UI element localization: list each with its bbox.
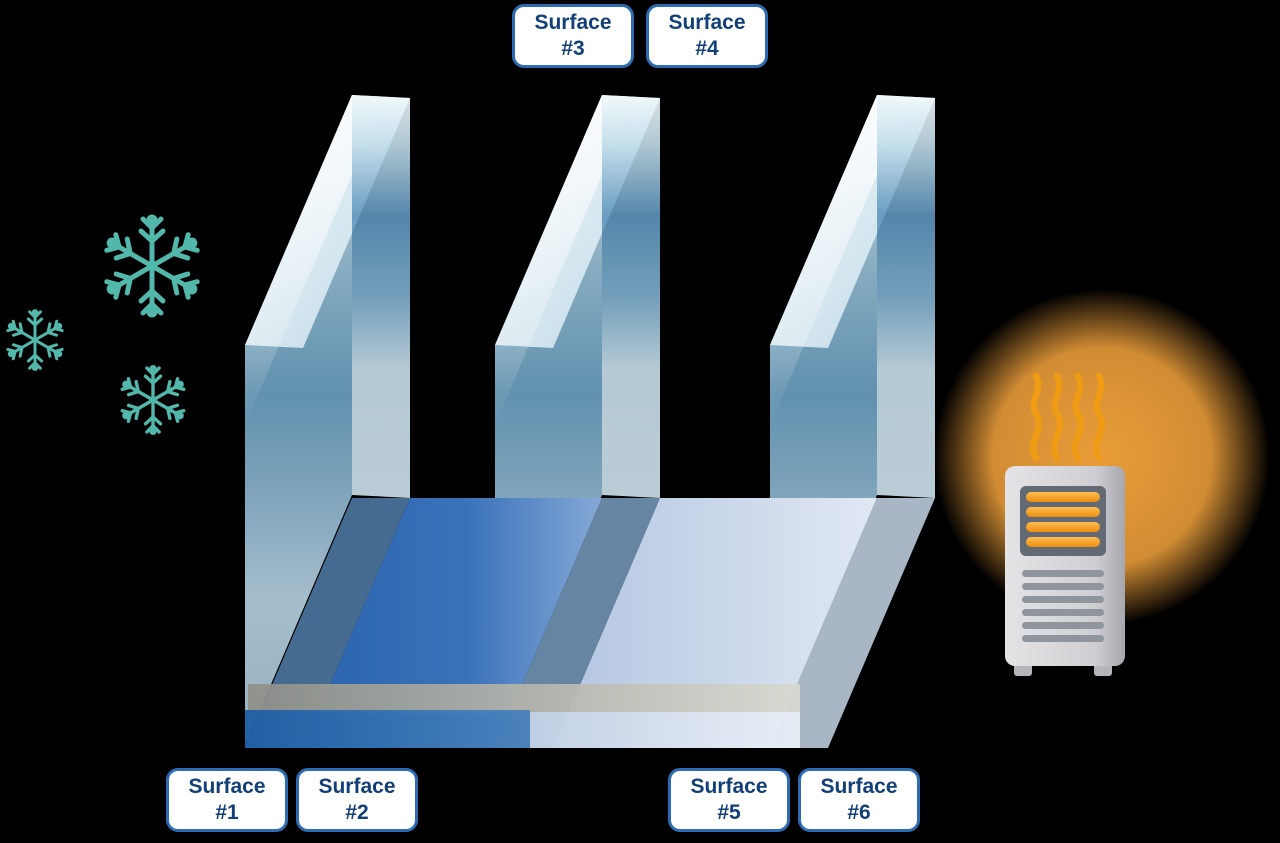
surface-4-label: Surface #4 [646, 4, 768, 68]
surface-5-label-line1: Surface [690, 775, 768, 798]
pane3-bottom-section [770, 498, 935, 748]
surface-6-label-line2: #6 [847, 801, 871, 824]
pane3-highlight [770, 95, 877, 425]
surface-2-label-line1: Surface [318, 775, 396, 798]
heater-icon [1005, 372, 1125, 676]
bottom-edge-left [245, 710, 530, 748]
surface-2-label: Surface #2 [296, 768, 418, 832]
surface-2-label-line2: #2 [345, 801, 369, 824]
surface-1-label-line2: #1 [215, 801, 239, 824]
surface-3-label-line2: #3 [561, 37, 585, 60]
pane3-side-edge [877, 95, 935, 498]
glass-pane-1 [245, 95, 410, 745]
surface-3-label: Surface #3 [512, 4, 634, 68]
pane1-side-edge [352, 95, 410, 498]
pane1-highlight [245, 95, 352, 425]
surface-1-label-line1: Surface [188, 775, 266, 798]
surface-3-label-line1: Surface [534, 11, 612, 34]
heat-waves-icon [1029, 372, 1106, 462]
heater-vent-slats [1022, 570, 1104, 642]
surface-4-label-line1: Surface [668, 11, 746, 34]
pane2-side-edge [602, 95, 660, 498]
snowflake-icon-large [104, 217, 200, 315]
surface-5-label-line2: #5 [717, 801, 741, 824]
surface-6-label-line1: Surface [820, 775, 898, 798]
surface-6-label: Surface #6 [798, 768, 920, 832]
surface-1-label: Surface #1 [166, 768, 288, 832]
snowflake-icon-small [6, 311, 64, 370]
snowflake-icons [6, 217, 200, 433]
snowflake-icon-medium [120, 367, 185, 434]
pane2-highlight [495, 95, 602, 425]
surface-4-label-line2: #4 [695, 37, 719, 60]
spacer-bar [248, 684, 800, 714]
bottom-edge-right [530, 712, 800, 748]
heater-hot-slats [1026, 492, 1100, 547]
surface-5-label: Surface #5 [668, 768, 790, 832]
